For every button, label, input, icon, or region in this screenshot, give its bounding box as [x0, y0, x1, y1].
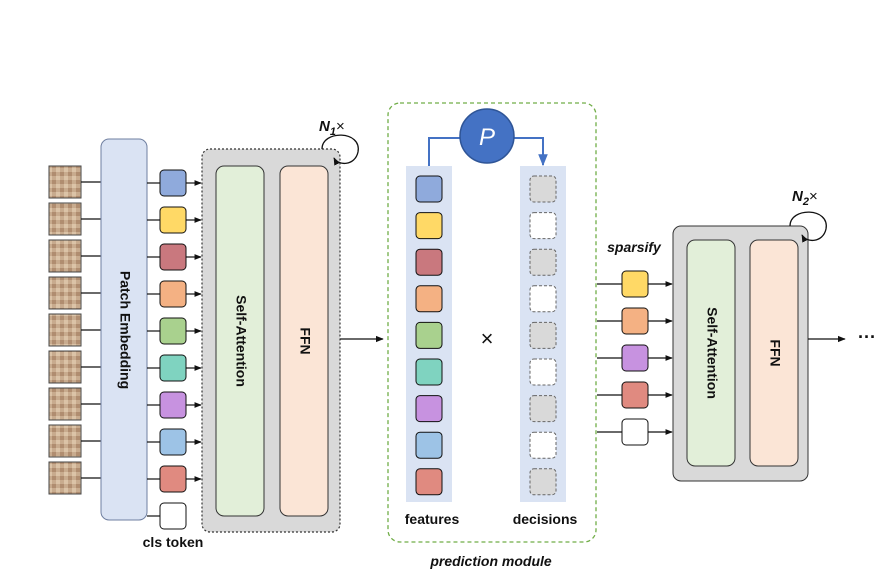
decision-token — [529, 285, 557, 313]
sparse-token — [621, 381, 649, 409]
embedded-tokens — [147, 169, 202, 530]
decision-tokens — [529, 175, 557, 496]
image-patches — [48, 165, 101, 495]
patch-token — [159, 428, 187, 456]
decision-token — [529, 212, 557, 240]
decision-token — [529, 248, 557, 276]
image-patch — [48, 276, 82, 310]
image-patch — [48, 424, 82, 458]
sparsified-tokens — [597, 270, 673, 446]
sparse-token — [621, 344, 649, 372]
predictor-node — [459, 108, 515, 164]
prediction-module-title: prediction module — [429, 553, 552, 569]
ffn-block-2 — [749, 239, 799, 467]
decision-token — [529, 395, 557, 423]
patch-token — [159, 465, 187, 493]
self-attention-label-1: Self-Attention — [233, 295, 249, 387]
predictor-output-arrow — [512, 137, 548, 167]
ffn-label-1: FFN — [297, 327, 313, 354]
patch-token — [159, 169, 187, 197]
feature-token — [415, 321, 443, 349]
image-patch — [48, 461, 82, 495]
predictor-input-line — [428, 137, 462, 166]
ffn-block-1 — [279, 165, 329, 517]
decisions-label: decisions — [513, 511, 578, 527]
patch-token — [159, 280, 187, 308]
image-patch — [48, 350, 82, 384]
cls-token — [159, 502, 187, 530]
continuation-dots: ··· — [858, 327, 876, 347]
sparse-token — [621, 270, 649, 298]
image-patch — [48, 165, 82, 199]
repeat-loop-arrow-1 — [321, 134, 359, 166]
decision-token — [529, 321, 557, 349]
image-patch — [48, 313, 82, 347]
sparse-token — [621, 307, 649, 335]
self-attention-block-1 — [215, 165, 265, 517]
repeat-label-2: N2× — [792, 188, 818, 208]
repeat-loop-arrow-2 — [789, 211, 827, 243]
patch-token — [159, 391, 187, 419]
image-patch — [48, 387, 82, 421]
decision-token — [529, 358, 557, 386]
patch-embedding-block — [100, 138, 148, 521]
feature-token — [415, 212, 443, 240]
repeat-label-1: N1× — [319, 118, 345, 138]
sparsify-label: sparsify — [607, 239, 662, 255]
feature-token — [415, 358, 443, 386]
prediction-module-frame — [387, 102, 597, 543]
decision-token — [529, 175, 557, 203]
image-patch — [48, 202, 82, 236]
decision-token — [529, 431, 557, 459]
features-label: features — [405, 511, 460, 527]
feature-token — [415, 175, 443, 203]
feature-token — [415, 431, 443, 459]
self-attention-block-2 — [686, 239, 736, 467]
multiply-symbol: × — [481, 326, 494, 351]
cls-token-label: cls token — [143, 534, 204, 550]
sparse-token — [621, 418, 649, 446]
feature-token — [415, 285, 443, 313]
self-attention-label-2: Self-Attention — [704, 307, 720, 399]
patch-token — [159, 243, 187, 271]
patch-embedding-label: Patch Embedding — [117, 271, 133, 389]
patch-token — [159, 317, 187, 345]
predictor-symbol: P — [479, 124, 495, 151]
decision-token — [529, 468, 557, 496]
patch-token — [159, 354, 187, 382]
feature-tokens — [415, 175, 443, 496]
feature-token — [415, 468, 443, 496]
image-patch — [48, 239, 82, 273]
feature-token — [415, 248, 443, 276]
feature-token — [415, 395, 443, 423]
patch-token — [159, 206, 187, 234]
ffn-label-2: FFN — [767, 339, 783, 366]
